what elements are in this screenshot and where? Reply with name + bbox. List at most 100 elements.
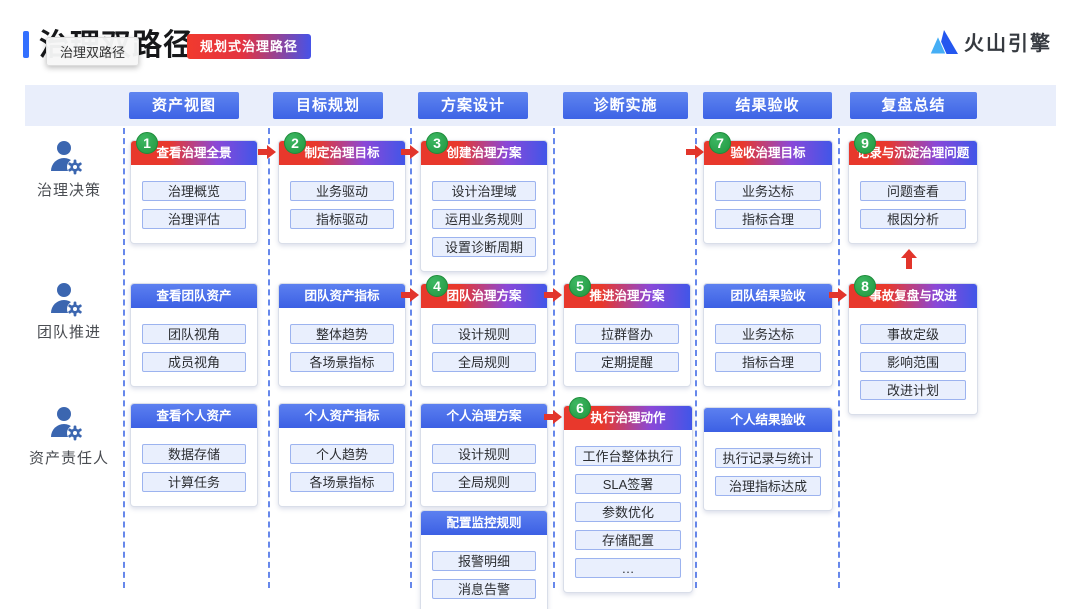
step-number: 2 (284, 132, 306, 154)
card-item: 数据存储 (142, 444, 246, 464)
card-title: 配置监控规则 (421, 511, 547, 535)
card-team-result-acceptance: 团队结果验收 业务达标 指标合理 (703, 283, 833, 387)
card-item: 各场景指标 (290, 352, 394, 372)
step-number: 4 (426, 275, 448, 297)
card-record-governance-issues: 9 记录与沉淀治理问题 问题查看 根因分析 (848, 132, 978, 244)
card-item: 设计规则 (432, 324, 536, 344)
card-item: 个人趋势 (290, 444, 394, 464)
user-gear-icon (51, 141, 83, 175)
step-number: 5 (569, 275, 591, 297)
flow-arrow-right (686, 145, 704, 159)
card-configure-monitor-rules: 配置监控规则 报警明细 消息告警 (420, 510, 548, 609)
column-divider (838, 128, 840, 588)
card-view-personal-assets: 查看个人资产 数据存储 计算任务 (130, 403, 258, 507)
flow-arrow-right (829, 288, 847, 302)
card-incident-review-improve: 8 事故复盘与改进 事故定级 影响范围 改进计划 (848, 275, 978, 415)
card-title: 个人治理方案 (421, 404, 547, 428)
card-item: 治理概览 (142, 181, 246, 201)
card-item: 业务达标 (715, 324, 821, 344)
card-item: 报警明细 (432, 551, 536, 571)
flow-arrow-right (258, 145, 276, 159)
card-item: 全局规则 (432, 352, 536, 372)
card-item: 改进计划 (860, 380, 966, 400)
card-item: 整体趋势 (290, 324, 394, 344)
card-title: 制定治理目标 (279, 141, 405, 165)
column-divider (553, 128, 555, 588)
mountain-logo-icon (930, 30, 958, 55)
card-personal-asset-metrics: 个人资产指标 个人趋势 各场景指标 (278, 403, 406, 507)
card-create-governance-plan: 3 创建治理方案 设计治理域 运用业务规则 设置诊断周期 (420, 132, 548, 272)
card-execute-governance-actions: 6 执行治理动作 工作台整体执行 SLA签署 参数优化 存储配置 … (563, 397, 693, 593)
card-title: 查看个人资产 (131, 404, 257, 428)
card-item: 拉群督办 (575, 324, 679, 344)
stage-diagnosis-implementation: 诊断实施 (563, 92, 688, 119)
role-team-advance: 团队推进 (36, 324, 101, 341)
card-item: 业务达标 (715, 181, 821, 201)
step-number: 9 (854, 132, 876, 154)
card-title: 个人结果验收 (704, 408, 832, 432)
step-number: 8 (854, 275, 876, 297)
flow-arrow-up (901, 249, 917, 269)
card-view-governance-panorama: 1 查看治理全景 治理概览 治理评估 (130, 132, 258, 244)
title-accent-bar (23, 31, 29, 58)
title-tooltip: 治理双路径 (46, 37, 140, 66)
card-item: 存储配置 (575, 530, 681, 550)
user-gear-icon (51, 283, 83, 317)
card-item: 定期提醒 (575, 352, 679, 372)
card-item: 设置诊断周期 (432, 237, 536, 257)
step-number: 1 (136, 132, 158, 154)
card-title: 个人资产指标 (279, 404, 405, 428)
step-number: 3 (426, 132, 448, 154)
card-item: 设计规则 (432, 444, 536, 464)
card-item: 工作台整体执行 (575, 446, 681, 466)
column-divider (123, 128, 125, 588)
step-number: 7 (709, 132, 731, 154)
card-item: 根因分析 (860, 209, 966, 229)
column-divider (268, 128, 270, 588)
card-view-team-assets: 查看团队资产 团队视角 成员视角 (130, 283, 258, 387)
card-item: 各场景指标 (290, 472, 394, 492)
card-team-asset-metrics: 团队资产指标 整体趋势 各场景指标 (278, 283, 406, 387)
logo-text: 火山引擎 (964, 33, 1052, 55)
card-item: 消息告警 (432, 579, 536, 599)
card-item: 事故定级 (860, 324, 966, 344)
stage-asset-view: 资产视图 (129, 92, 239, 119)
card-item: 指标驱动 (290, 209, 394, 229)
stage-review-summary: 复盘总结 (850, 92, 977, 119)
column-divider (410, 128, 412, 588)
stage-plan-design: 方案设计 (418, 92, 528, 119)
card-item: 指标合理 (715, 209, 821, 229)
column-divider (695, 128, 697, 588)
card-item: 问题查看 (860, 181, 966, 201)
card-item: 治理评估 (142, 209, 246, 229)
card-item: 成员视角 (142, 352, 246, 372)
card-personal-result-acceptance: 个人结果验收 执行记录与统计 治理指标达成 (703, 407, 833, 511)
card-item: SLA签署 (575, 474, 681, 494)
stage-goal-planning: 目标规划 (273, 92, 383, 119)
card-item: 治理指标达成 (715, 476, 821, 496)
flow-arrow-right (401, 145, 419, 159)
card-item: 执行记录与统计 (715, 448, 821, 468)
card-item: 指标合理 (715, 352, 821, 372)
card-item: 参数优化 (575, 502, 681, 522)
flow-arrow-right (544, 410, 562, 424)
card-item: 团队视角 (142, 324, 246, 344)
card-item: 计算任务 (142, 472, 246, 492)
card-set-governance-goals: 2 制定治理目标 业务驱动 指标驱动 (278, 132, 406, 244)
card-accept-governance-goals: 7 验收治理目标 业务达标 指标合理 (703, 132, 833, 244)
planned-path-badge[interactable]: 规划式治理路径 (187, 34, 311, 59)
card-item: 设计治理域 (432, 181, 536, 201)
volcano-engine-logo: 火山引擎 (930, 27, 1052, 56)
card-item: 业务驱动 (290, 181, 394, 201)
card-team-governance-plan: 4 团队治理方案 设计规则 全局规则 (420, 275, 548, 387)
card-title: 团队资产指标 (279, 284, 405, 308)
card-title: 团队结果验收 (704, 284, 832, 308)
card-item: 全局规则 (432, 472, 536, 492)
stage-result-acceptance: 结果验收 (703, 92, 832, 119)
flow-arrow-right (544, 288, 562, 302)
card-advance-governance-plan: 5 推进治理方案 拉群督办 定期提醒 (563, 275, 691, 387)
card-item: … (575, 558, 681, 578)
user-gear-icon (51, 407, 83, 441)
card-item: 运用业务规则 (432, 209, 536, 229)
